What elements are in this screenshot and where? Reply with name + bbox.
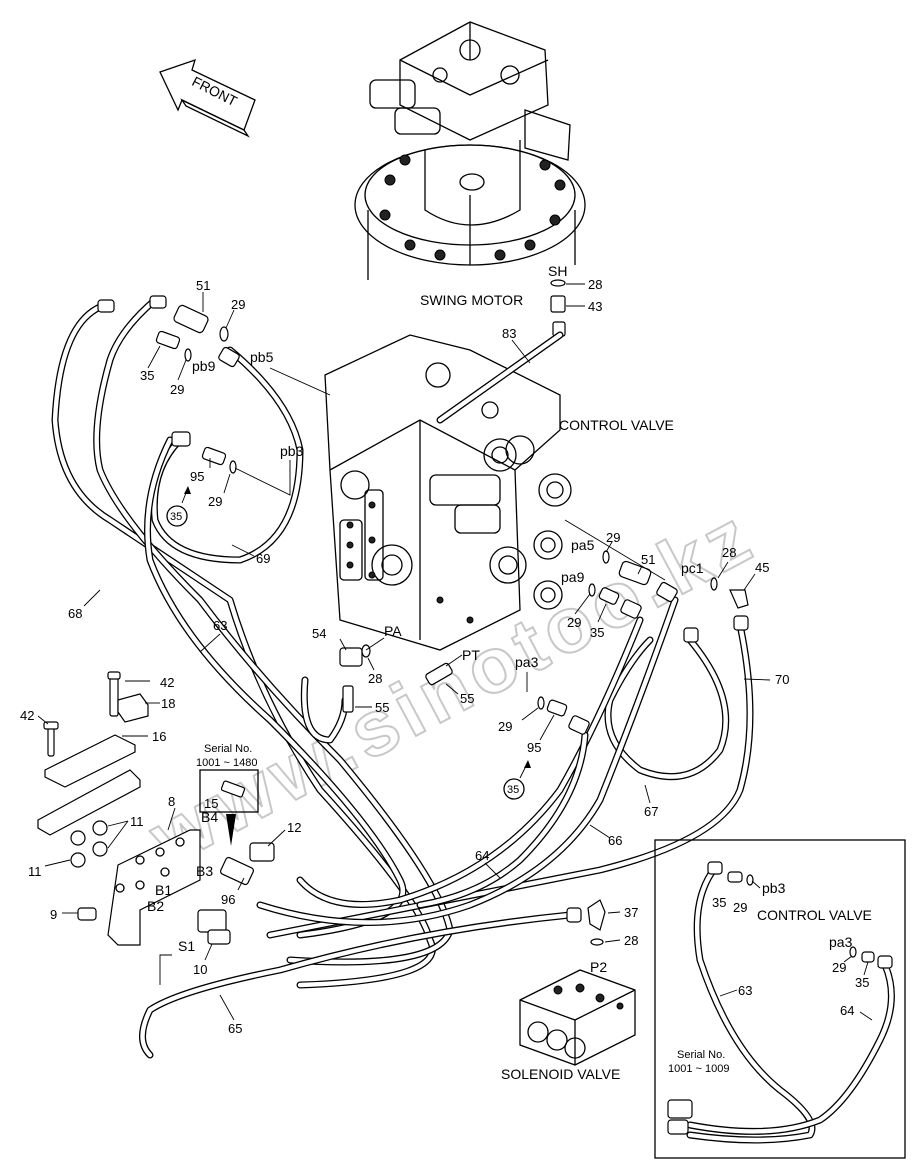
part-11-top: 11 xyxy=(130,814,144,829)
port-pa5: pa5 xyxy=(571,537,595,553)
part-35-left: 35 xyxy=(140,368,154,383)
part-29-left: 29 xyxy=(170,382,184,397)
port-pa9: pa9 xyxy=(561,569,585,585)
part-66: 66 xyxy=(608,833,622,848)
port-b4: B4 xyxy=(201,809,218,825)
serial-inset: pb3 35 29 CONTROL VALVE pa3 29 35 63 64 … xyxy=(654,839,906,1159)
part-35-circled-left: 35 xyxy=(170,511,182,523)
part-16: 16 xyxy=(152,729,166,744)
part-35-pa9: 35 xyxy=(590,625,604,640)
part-28-motor: 28 xyxy=(588,277,602,292)
part-28-right: 28 xyxy=(722,545,736,560)
swing-motor: SH SWING MOTOR xyxy=(354,21,586,308)
part-29-pa9: 29 xyxy=(567,615,581,630)
part-45: 45 xyxy=(755,560,769,575)
part-42-right: 42 xyxy=(160,675,174,690)
port-b3: B3 xyxy=(196,863,213,879)
part-28-solenoid: 28 xyxy=(624,933,638,948)
part-43: 43 xyxy=(588,299,602,314)
solenoid-valve xyxy=(519,969,636,1066)
swing-motor-label: SWING MOTOR xyxy=(420,292,523,308)
inset-part-29-top: 29 xyxy=(733,900,747,915)
control-valve: CONTROL VALVE xyxy=(324,334,674,651)
part-10: 10 xyxy=(193,962,207,977)
part-18: 18 xyxy=(161,696,175,711)
port-b1: B1 xyxy=(155,882,172,898)
port-pa: PA xyxy=(384,623,402,639)
part-42-left: 42 xyxy=(20,708,34,723)
part-29-pa5: 29 xyxy=(606,530,620,545)
part-51-left: 51 xyxy=(196,278,210,293)
part-63: 63 xyxy=(213,618,227,633)
port-pt: PT xyxy=(462,647,480,663)
front-arrow: FRONT xyxy=(159,58,256,138)
inset-part-35-top: 35 xyxy=(712,895,726,910)
part-68: 68 xyxy=(68,606,82,621)
part-96: 96 xyxy=(221,892,235,907)
port-pb5: pb5 xyxy=(250,349,274,365)
part-11-bottom: 11 xyxy=(28,864,42,879)
part-65: 65 xyxy=(228,1021,242,1036)
inset-control-valve-label: CONTROL VALVE xyxy=(757,907,872,923)
part-29-mid: 29 xyxy=(208,494,222,509)
port-p2: P2 xyxy=(590,959,607,975)
part-37: 37 xyxy=(624,905,638,920)
inset-part-35-bottom: 35 xyxy=(855,975,869,990)
part-51-right: 51 xyxy=(641,552,655,567)
part-28-pa: 28 xyxy=(368,671,382,686)
part-15: 15 xyxy=(204,796,218,811)
part-64: 64 xyxy=(475,848,489,863)
part-8: 8 xyxy=(168,794,175,809)
hoses-right xyxy=(139,596,754,1059)
solenoid-valve-label: SOLENOID VALVE xyxy=(501,1066,620,1082)
port-b2: B2 xyxy=(147,898,164,914)
inset-port-pa3: pa3 xyxy=(829,934,853,950)
inset-part-29-bottom: 29 xyxy=(832,960,846,975)
serial-top-title: Serial No. xyxy=(204,743,252,755)
control-valve-label: CONTROL VALVE xyxy=(559,417,674,433)
serial-bottom-range: 1001 ~ 1009 xyxy=(668,1063,729,1075)
serial-bottom-title: Serial No. xyxy=(677,1049,725,1061)
inset-port-pb3: pb3 xyxy=(762,880,786,896)
part-9: 9 xyxy=(50,907,57,922)
hoses-left xyxy=(51,296,454,989)
part-55-right: 55 xyxy=(460,691,474,706)
inset-part-63: 63 xyxy=(738,983,752,998)
front-label: FRONT xyxy=(190,73,241,109)
part-95-left: 95 xyxy=(190,469,204,484)
part-70: 70 xyxy=(775,672,789,687)
port-sh: SH xyxy=(548,263,567,279)
port-pa3: pa3 xyxy=(515,654,539,670)
inset-part-64: 64 xyxy=(840,1003,854,1018)
part-67: 67 xyxy=(644,804,658,819)
part-69: 69 xyxy=(256,551,270,566)
part-54: 54 xyxy=(312,626,326,641)
part-55-left: 55 xyxy=(375,700,389,715)
port-pb3: pb3 xyxy=(280,443,304,459)
part-29-top: 29 xyxy=(231,297,245,312)
part-12: 12 xyxy=(287,820,301,835)
part-95-right: 95 xyxy=(527,740,541,755)
port-s1: S1 xyxy=(178,938,195,954)
part-83: 83 xyxy=(502,326,516,341)
part-29-pa3: 29 xyxy=(498,719,512,734)
part-35-circled-right: 35 xyxy=(507,784,519,796)
serial-top-range: 1001 ~ 1480 xyxy=(196,757,257,769)
port-pb9: pb9 xyxy=(192,358,216,374)
port-pc1: pc1 xyxy=(681,560,704,576)
